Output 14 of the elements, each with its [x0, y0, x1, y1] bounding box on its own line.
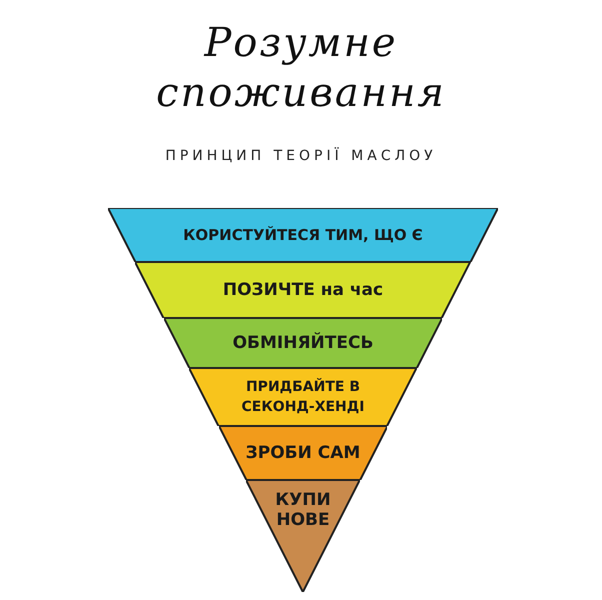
subtitle: ПРИНЦИП ТЕОРІЇ МАСЛОУ: [164, 148, 438, 164]
band-label: ОБМІНЯЙТЕСЬ: [232, 333, 374, 353]
band-label: ПОЗИЧТЕ на час: [222, 280, 384, 300]
band-label: КОРИСТУЙТЕСЯ ТИМ, ЩО Є: [182, 225, 424, 245]
pyramid-band: [164, 318, 442, 368]
title: Розумне споживання: [155, 19, 447, 118]
band-label: КУПИ НОВЕ: [274, 490, 332, 530]
pyramid-band: [135, 262, 471, 318]
pyramid-band: [189, 368, 417, 426]
pyramid-band: [218, 426, 388, 480]
band-label: ПРИДБАЙТЕ В СЕКОНД-ХЕНДІ: [240, 377, 366, 417]
pyramid-tip: [246, 480, 360, 592]
pyramid-band: [108, 208, 498, 262]
band-label: ЗРОБИ САМ: [244, 443, 362, 463]
